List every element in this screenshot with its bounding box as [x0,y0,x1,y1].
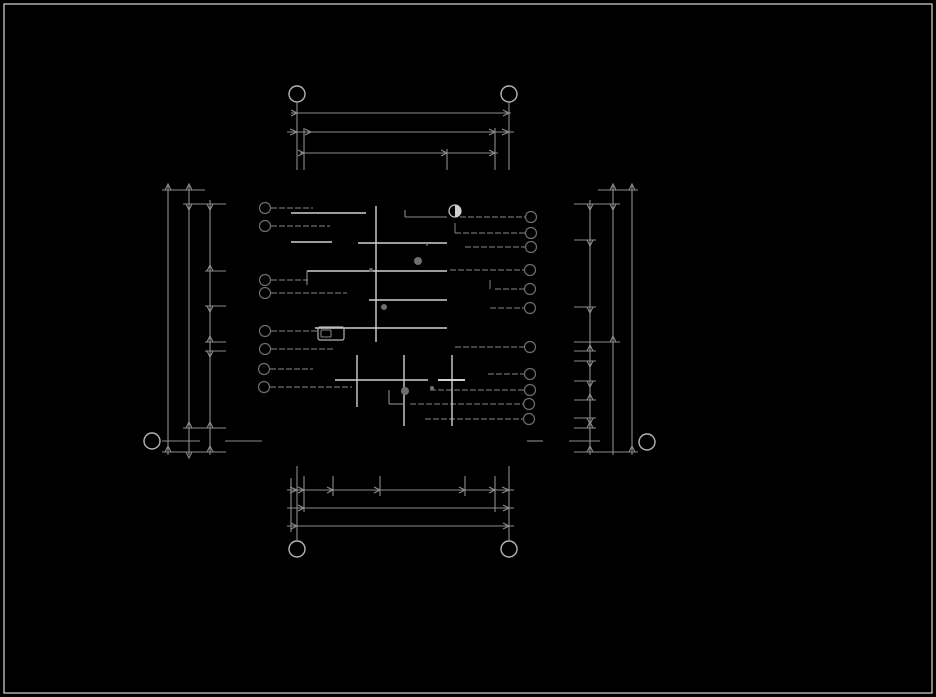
callout-bubble-left-3 [258,273,272,287]
light-fixture-4 [369,268,373,272]
plan-walls-and-fixtures [291,204,465,426]
callout-bubble-left-7 [257,362,271,376]
sink-fixture [317,326,345,341]
callout-bubble-right-4 [523,263,537,277]
top-dimension-stack [287,103,514,170]
left-dimension-stack [162,182,262,460]
grid-bubble-right [638,433,656,451]
callout-bubble-left-6 [258,342,272,356]
right-dimension-stack [527,182,638,455]
callout-bubble-right-2 [524,226,538,240]
sheet-border [3,3,933,694]
callout-bubble-right-8 [523,367,537,381]
light-fixture-2 [381,304,387,310]
bottom-dimension-stack [287,466,514,540]
callout-bubble-left-5 [258,324,272,338]
callout-bubble-right-6 [523,301,537,315]
grid-bubble-bottom-left [288,540,306,558]
grid-bubble-top-left [288,85,306,103]
callout-bubble-right-10 [522,397,536,411]
callout-bubble-left-8 [257,380,271,394]
callout-bubble-right-5 [523,282,537,296]
callout-bubble-left-2 [258,219,272,233]
light-fixture-3 [401,387,409,395]
callout-bubble-right-11 [522,412,536,426]
callout-bubble-left-4 [258,286,272,300]
light-fixture-1 [414,257,422,265]
callout-bubble-left-1 [258,201,272,215]
grid-bubble-top-right [500,85,518,103]
callout-bubble-right-9 [523,383,537,397]
dimension-ticks [296,470,510,478]
light-fixture-5 [430,386,434,390]
grid-bubble-left [143,432,161,450]
callout-bubble-right-3 [524,240,538,254]
grid-bubble-bottom-right [500,540,518,558]
callout-bubble-right-7 [523,340,537,354]
left-callouts [257,201,352,394]
callout-bubble-right-1 [524,210,538,224]
right-callouts [410,210,538,426]
